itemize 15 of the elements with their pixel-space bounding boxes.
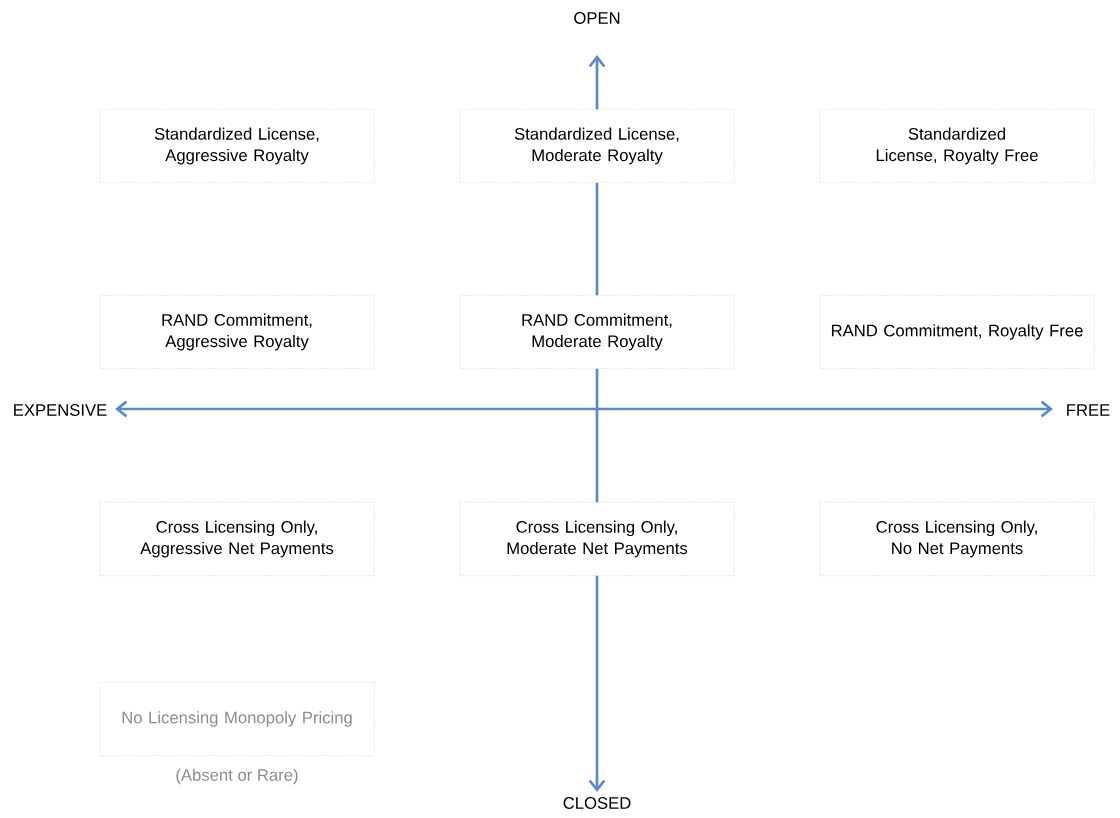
- axis-label: OPEN: [574, 12, 620, 24]
- option-box: No Licensing Monopoly Pricing: [99, 682, 375, 756]
- axis-label: EXPENSIVE: [14, 404, 107, 416]
- option-box: Cross Licensing Only, Moderate Net Payments: [459, 502, 735, 576]
- option-box: Standardized License, Royalty Free: [819, 109, 1095, 183]
- option-box: RAND Commitment, Royalty Free: [819, 295, 1095, 369]
- note-text: (Absent or Rare): [176, 768, 298, 785]
- option-box: Standardized License, Moderate Royalty: [459, 109, 735, 183]
- axis-label: FREE: [1067, 404, 1110, 416]
- option-box: Standardized License, Aggressive Royalty: [99, 109, 375, 183]
- option-box: Cross Licensing Only, No Net Payments: [819, 502, 1095, 576]
- option-box: RAND Commitment, Aggressive Royalty: [99, 295, 375, 369]
- axis-label: CLOSED: [563, 797, 631, 809]
- option-box: Cross Licensing Only, Aggressive Net Payments: [99, 502, 375, 576]
- option-box: RAND Commitment, Moderate Royalty: [459, 295, 735, 369]
